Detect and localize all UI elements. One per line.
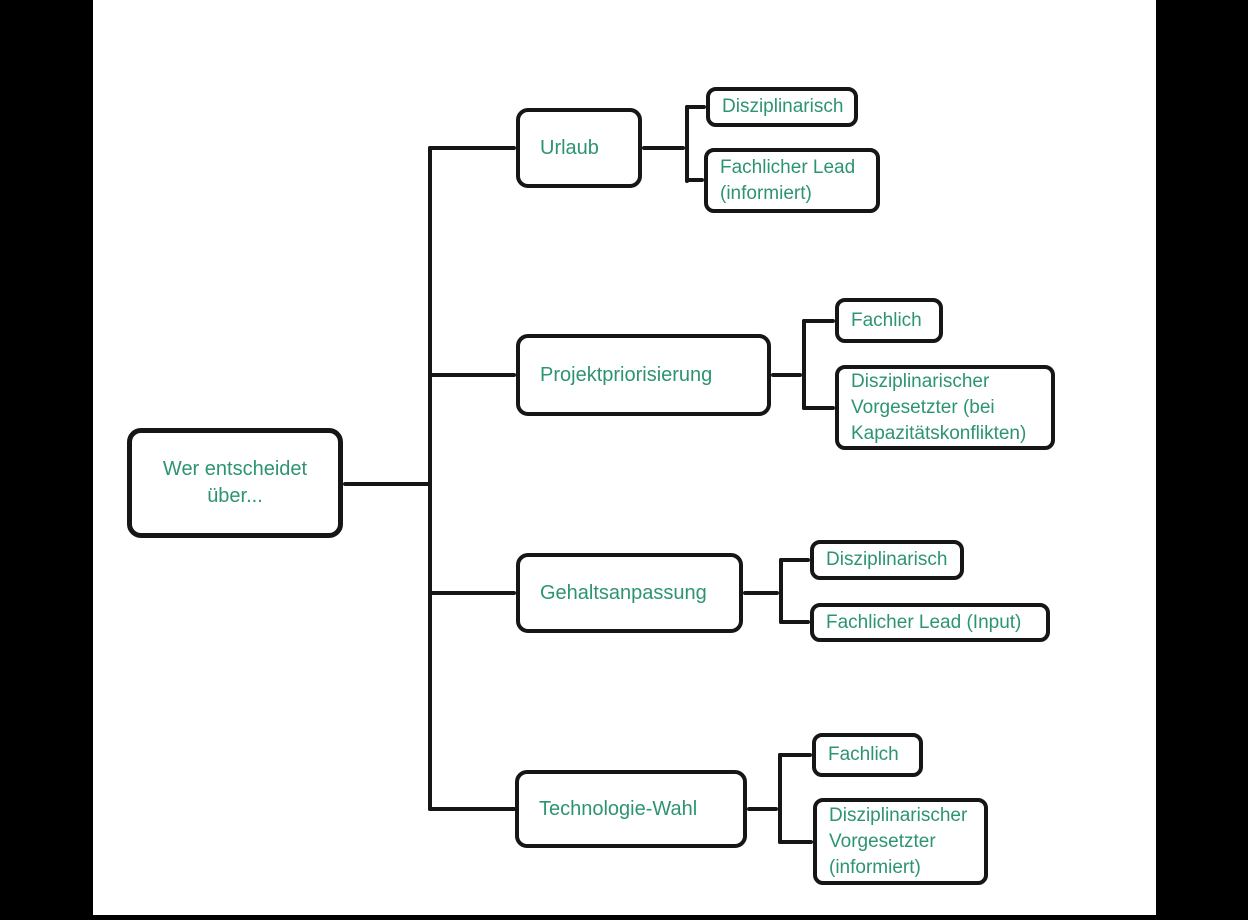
node-gehalt-disziplinarisch: Disziplinarisch [810,540,964,580]
connector-gehalt-child1-stub [779,558,810,562]
connector-trunk-vertical [428,146,432,811]
node-urlaub-fachlicher-lead-informiert: Fachlicher Lead (informiert) [704,148,880,213]
connector-urlaub-child2-stub [685,178,704,182]
connector-technologie-child2-stub [778,840,813,844]
node-urlaub-label: Urlaub [540,136,599,159]
node-gehaltsanpassung: Gehaltsanpassung [516,553,743,633]
connector-technologie-out [747,807,778,811]
node-urlaub: Urlaub [516,108,642,188]
connector-gehalt-out [743,591,779,595]
connector-urlaub-child1-stub [685,105,706,109]
connector-projekt-bracket [802,319,806,410]
node-label: Disziplinarisch [722,96,844,117]
connector-gehalt-child2-stub [779,620,810,624]
node-label: Fachlich [851,309,922,331]
connector-technologie-bracket [778,753,782,844]
connector-urlaub-out [642,146,685,150]
node-label: Fachlich [828,744,899,765]
node-root-label: Wer entscheidet über... [162,458,308,507]
connector-technologie-child1-stub [778,753,812,757]
node-technologie-disziplinarischer-vorgesetzter: Disziplinarischer Vorgesetzter (informie… [813,798,988,885]
node-technologie-fachlich: Fachlich [812,733,923,777]
node-technologie-wahl: Technologie-Wahl [515,770,747,848]
node-gehaltsanpassung-label: Gehaltsanpassung [540,581,707,604]
node-technologie-wahl-label: Technologie-Wahl [539,797,698,820]
connector-root-to-trunk [343,482,430,486]
node-label: Disziplinarischer Vorgesetzter (informie… [829,804,968,878]
connector-trunk-to-technologie-wahl [428,807,516,811]
connector-projekt-child1-stub [802,319,835,323]
node-projekt-disziplinarischer-vorgesetzter: Disziplinarischer Vorgesetzter (bei Kapa… [835,365,1055,450]
node-label: Fachlicher Lead (informiert) [720,156,856,204]
node-label: Disziplinarisch [826,549,948,570]
connector-gehalt-bracket [779,558,783,624]
node-projekt-fachlich: Fachlich [835,298,943,343]
node-urlaub-disziplinarisch: Disziplinarisch [706,87,858,127]
connector-urlaub-bracket [685,105,689,183]
node-projektpriorisierung-label: Projektpriorisierung [540,363,713,386]
connector-projekt-child2-stub [802,406,835,410]
connector-trunk-to-projektpriorisierung [428,373,516,377]
node-root: Wer entscheidet über... [127,428,343,538]
connector-trunk-to-urlaub [428,146,516,150]
node-projektpriorisierung: Projektpriorisierung [516,334,771,416]
node-gehalt-fachlicher-lead-input: Fachlicher Lead (Input) [810,603,1050,642]
connector-trunk-to-gehaltsanpassung [428,591,516,595]
connector-projekt-out [771,373,802,377]
node-label: Fachlicher Lead (Input) [826,611,1022,633]
node-label: Disziplinarischer Vorgesetzter (bei Kapa… [851,370,1027,444]
